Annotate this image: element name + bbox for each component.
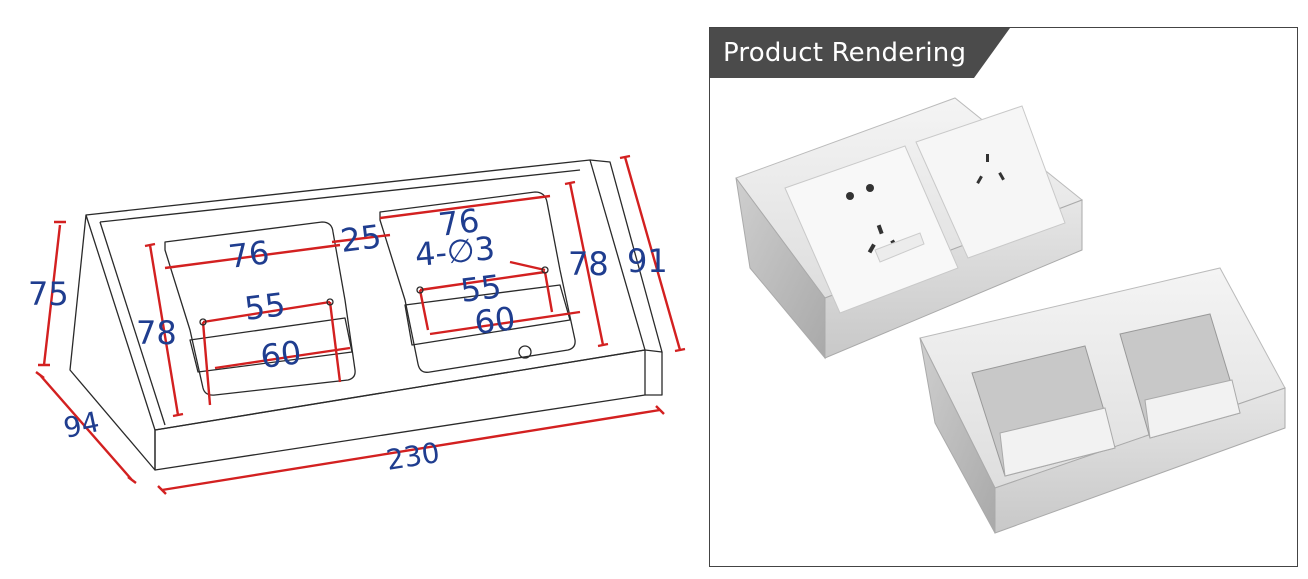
dimension-lines [35,154,686,495]
dim-height-right: 91 [627,242,668,280]
dim-left-opening-height: 78 [136,314,177,352]
drawing-svg: 75 94 230 91 76 76 25 78 78 55 55 60 60 … [28,154,686,495]
mounting-holes [199,266,549,326]
dim-left-bottom-width: 60 [258,333,303,376]
left-opening [164,221,356,396]
rendering-header: Product Rendering [710,28,1010,78]
dim-gap: 25 [338,217,383,260]
dim-depth: 94 [61,405,103,445]
dim-hole-spec: 4-∅3 [413,229,496,274]
rendering-title: Product Rendering [723,38,967,68]
dim-height-left: 75 [28,275,69,313]
dim-right-hole-spacing: 55 [458,267,503,310]
rendering-svg [735,97,1286,534]
product-rendering-panel: Product Rendering [709,27,1298,567]
dim-right-opening-height: 78 [568,245,609,283]
empty-box-product [919,267,1286,534]
dim-left-opening-width: 76 [226,233,271,276]
dim-right-opening-width: 76 [436,201,481,244]
box-outline [69,159,663,471]
dim-right-bottom-width: 60 [472,299,517,342]
dim-length: 230 [384,436,442,477]
technical-drawing: 75 94 230 91 76 76 25 78 78 55 55 60 60 … [28,154,686,495]
dim-left-hole-spacing: 55 [242,285,287,328]
socket-box-product [735,97,1083,360]
right-opening [379,191,576,373]
